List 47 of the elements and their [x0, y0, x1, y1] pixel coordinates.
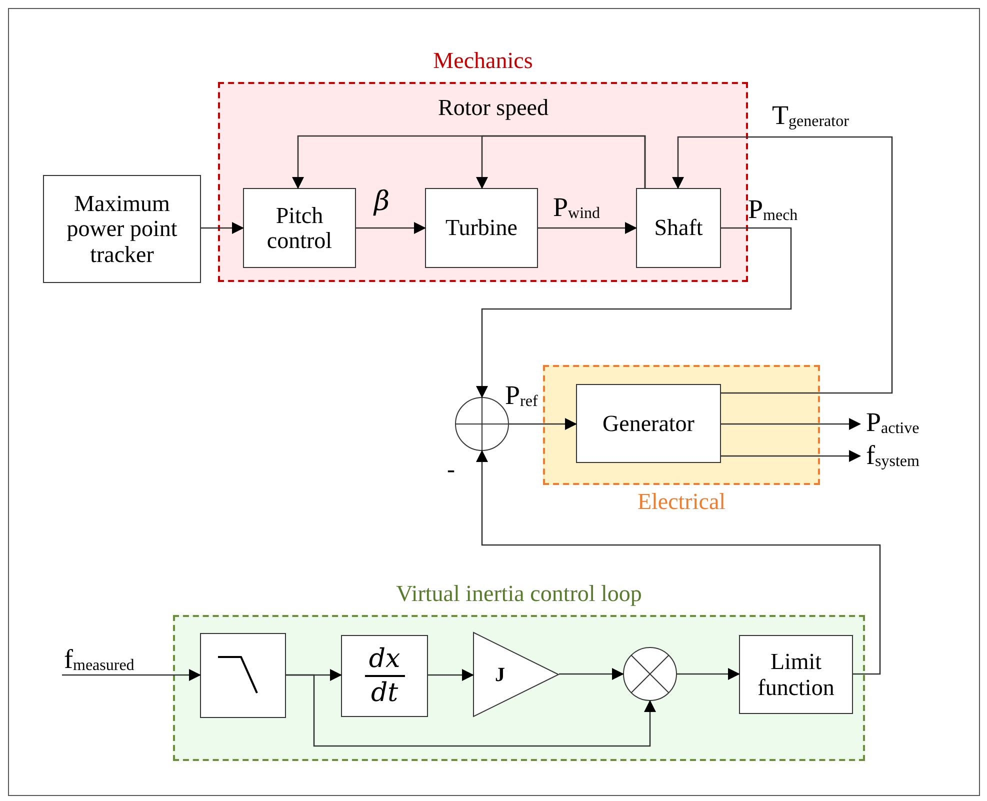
arrow: [428, 669, 474, 681]
group-title: Mechanics: [433, 48, 533, 74]
arrow: [476, 135, 646, 189]
process-box: [43, 175, 201, 283]
edge-label: T$_{generator}$: [772, 102, 849, 130]
derivative-box: [341, 635, 428, 717]
sign-label: -: [447, 458, 455, 482]
edge-label: P$_{wind}$: [553, 194, 600, 222]
arrow: [509, 418, 577, 430]
arrow: [559, 668, 624, 680]
group-title: Electrical: [637, 489, 726, 515]
box-label: Generator: [602, 410, 694, 436]
multiplier-junction: [623, 647, 677, 701]
arrow: [672, 136, 893, 394]
arrow: [476, 450, 881, 675]
gain-triangle: [473, 632, 559, 717]
box-label: Turbine: [446, 215, 518, 241]
arrow: [356, 222, 426, 234]
gain-label: J: [495, 664, 505, 686]
process-box: [636, 188, 721, 268]
arrow: [538, 222, 637, 234]
box-label: Pitch control: [266, 202, 334, 254]
box-label: Maximum power point tracker: [66, 191, 178, 267]
group-title: Virtual inertia control loop: [396, 581, 642, 607]
arrow: [201, 222, 244, 234]
arrow: [286, 674, 656, 747]
edge-label: β: [374, 188, 390, 215]
arrow: [721, 418, 861, 430]
box-label: Shaft: [654, 215, 703, 241]
edge-label: P$_{mech}$: [748, 196, 798, 224]
fraction-text: dx: [368, 646, 400, 672]
box-label: Limit function: [756, 649, 836, 700]
signal-label: P$_{active}$: [866, 408, 920, 438]
arrow: [62, 669, 201, 681]
edge-label: Rotor speed: [438, 96, 549, 119]
filter-box: [200, 633, 286, 718]
edge-label: P$_{ref}$: [505, 382, 538, 410]
process-box: [576, 384, 721, 463]
signal-label: f$_{system}$: [866, 441, 920, 471]
process-box: [739, 635, 853, 714]
process-box: [425, 188, 538, 268]
arrow: [677, 668, 740, 680]
signal-label: f$_{measured}$: [64, 645, 134, 675]
fraction-text: dt: [370, 680, 398, 706]
arrow: [721, 450, 861, 462]
arrow: [476, 227, 792, 398]
process-box: [243, 188, 356, 268]
